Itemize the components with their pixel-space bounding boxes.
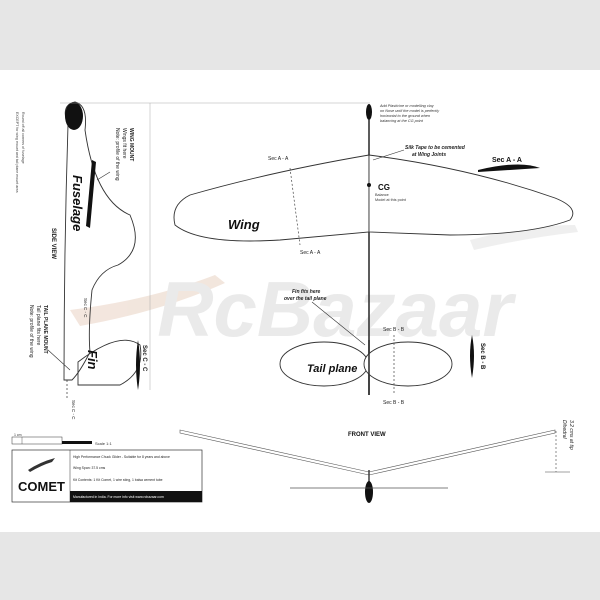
info-line-1: High Performance Chuck Glider - Suitable… [73, 455, 170, 459]
sec-bb-heading: Sec B - B [479, 343, 485, 370]
watermark-text: RcBazaar [157, 265, 516, 353]
fin-label: Fin [85, 350, 100, 370]
info-footer-bar [70, 491, 202, 502]
scale-label: Scale 1:1 [95, 441, 112, 446]
sec-aa-heading: Sec A - A [492, 157, 522, 164]
fuselage-outline [63, 101, 136, 381]
rcbazaar-watermark: RcBazaar [70, 225, 578, 353]
tail-mount-note: TAIL PLANE MOUNT Tail plane fits here No… [28, 305, 48, 358]
brand-name: COMET [18, 479, 65, 494]
watermark-plane-icon-right [470, 225, 578, 250]
cg-marker [367, 183, 371, 187]
sec-bb-top-label: Sec B - B [383, 327, 405, 333]
left-wing-outline [173, 154, 370, 242]
info-line-2: Wing Span: 37.5 cms [73, 466, 106, 470]
svg-text:Round off all corners of fusel: Round off all corners of fuselage [21, 112, 25, 164]
tail-plane-label: Tail plane [307, 363, 357, 375]
sec-bb-profile [470, 335, 474, 378]
svg-text:WING MOUNT: WING MOUNT [128, 128, 134, 161]
svg-text:Silk Tape to be cemented: Silk Tape to be cemented [405, 145, 466, 151]
cg-label: CG [378, 183, 390, 192]
svg-text:Note: profile of the wing: Note: profile of the wing [28, 305, 34, 358]
comet-logo-icon [28, 458, 55, 472]
rounding-note: Round off all corners of fuselage EXCEPT… [15, 112, 25, 192]
wing-mount-profile [86, 160, 96, 228]
nose-weight [65, 102, 83, 130]
front-view-label: FRONT VIEW [348, 432, 386, 438]
svg-text:Note: profile of the wing: Note: profile of the wing [114, 128, 120, 181]
tail-plane-right-outline [363, 341, 453, 387]
info-line-4: Manufactured in India. For more info vis… [73, 495, 164, 499]
fuselage-label: Fuselage [70, 175, 85, 231]
front-view: FRONT VIEW Dihedral 3.2 cms at tip [179, 420, 574, 503]
fuselage-side-view: Fuselage SIDE VIEW Fin Sec C - C Sec C -… [15, 101, 147, 420]
fin-section [136, 340, 140, 390]
cg-note-line-1: Balance [375, 193, 389, 197]
svg-text:Fin fits here: Fin fits here [292, 289, 321, 295]
svg-text:Add Plasticine or modelling cl: Add Plasticine or modelling clay [379, 104, 435, 108]
fin-fits-arrow [311, 301, 366, 346]
sec-bb-bottom-label: Sec B - B [383, 400, 405, 406]
tail-mount-arrow [47, 349, 71, 371]
svg-text:at Wing Joints: at Wing Joints [412, 152, 446, 158]
scale-bar-fill [62, 441, 92, 444]
wing-mount-arrow [96, 171, 111, 181]
sec-cc-top-label: Sec C - C [83, 298, 88, 318]
svg-text:TAIL PLANE MOUNT: TAIL PLANE MOUNT [42, 305, 48, 354]
sec-aa-profile [478, 164, 540, 172]
svg-text:Tail plane fits here: Tail plane fits here [35, 305, 41, 346]
sec-aa-top-label: Sec A - A [268, 156, 289, 162]
dihedral-label-line-2: 3.2 cms at tip [568, 420, 574, 450]
svg-text:on Nose until the model is per: on Nose until the model is perfectly [380, 109, 440, 113]
silk-tape-note: Silk Tape to be cemented at Wing Joints [405, 145, 466, 158]
sec-aa-bottom-label: Sec A - A [300, 250, 321, 256]
fin-outline [77, 339, 142, 386]
scale-bar [11, 436, 63, 445]
watermark-plane-icon [70, 275, 225, 326]
svg-text:balancing at the CG point: balancing at the CG point [380, 119, 424, 123]
fin-fits-note: Fin fits here over the tail plane [284, 289, 327, 302]
svg-text:horizontal to the ground when: horizontal to the ground when [380, 114, 430, 118]
svg-text:Wings fit here: Wings fit here [121, 128, 127, 159]
side-view-label: SIDE VIEW [50, 228, 56, 259]
wing-label: Wing [228, 217, 260, 232]
info-line-3: Kit Contents: 1 Kit Comet, 1 wire sting,… [73, 478, 163, 482]
wing-mount-note: WING MOUNT Wings fit here Note: profile … [114, 128, 134, 181]
dihedral-label-line-1: Dihedral [561, 420, 567, 440]
sec-cc-bottom-label: Sec C - C [71, 400, 76, 420]
svg-text:EXCEPT for wing mount and tail: EXCEPT for wing mount and tail plane mou… [15, 112, 19, 192]
nose-top-weight [366, 104, 372, 120]
silk-tape-arrow [372, 149, 405, 161]
svg-text:over the tail plane: over the tail plane [284, 296, 327, 302]
sec-aa-line-wing [289, 167, 301, 246]
right-wing-outline [368, 154, 574, 236]
cg-note-line-2: Model at this point [375, 198, 407, 202]
front-nose-weight [365, 481, 373, 503]
title-block: 1 cm Scale 1:1 COMET High Performance Ch… [11, 433, 203, 503]
scale-unit: 1 cm [14, 433, 22, 437]
plasticine-note: Add Plasticine or modelling clay on Nose… [379, 104, 440, 123]
sec-cc-fin-label: Sec C - C [141, 345, 147, 372]
top-view: Wing Sec A - A Sec A - A Sec A - A Add P… [173, 104, 574, 406]
